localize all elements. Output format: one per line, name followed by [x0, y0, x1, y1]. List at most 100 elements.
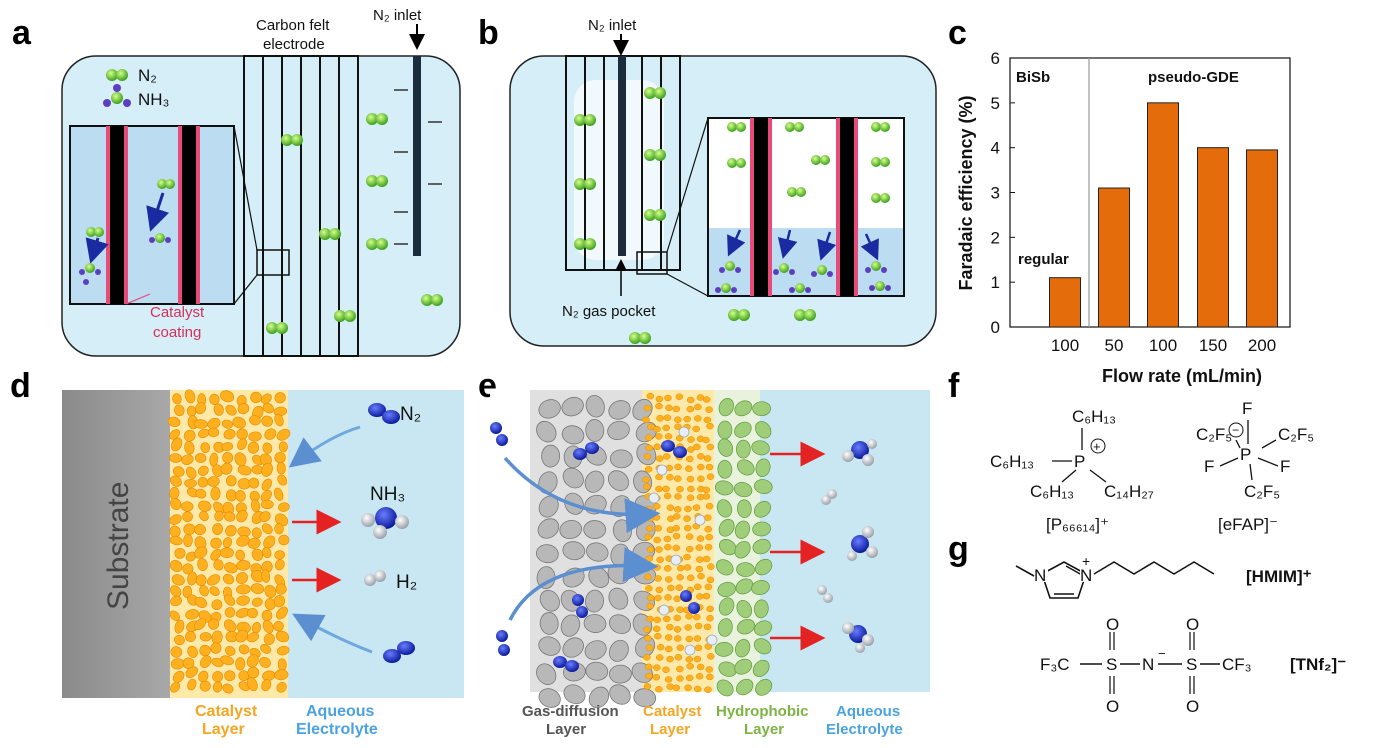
hydrophobic-grain: [734, 400, 753, 417]
gdl-grain: [609, 449, 633, 469]
h2-bubble: [684, 644, 696, 656]
catalyst-grain: [653, 443, 662, 451]
hydrophobic-grain: [735, 578, 754, 595]
panel-letter-g: g: [948, 530, 969, 568]
gdl-grain: [583, 520, 607, 539]
bar: [1246, 149, 1278, 328]
cation-center-atom: P: [1074, 452, 1085, 471]
catalyst-grain: [264, 584, 277, 598]
catalyst-grain: [694, 403, 702, 411]
gdl-grain: [536, 420, 557, 443]
catalyst-grain: [261, 478, 272, 491]
catalyst-grain: [656, 644, 665, 651]
catalyst-grain: [274, 550, 285, 560]
hydrophobic-grain: [752, 659, 770, 677]
catalyst-grain: [220, 655, 234, 666]
catalyst-grain: [275, 583, 287, 595]
hydrophobic-grain: [718, 661, 737, 677]
tnf2-o3: O: [1186, 615, 1199, 634]
tnf2-s2: S: [1186, 655, 1197, 674]
electrode-label-1: Carbon felt: [256, 17, 330, 34]
hydrophobic-grain: [736, 439, 751, 459]
panel-b: b N₂ inlet N₂ gas pocket: [478, 14, 937, 347]
catalyst-grain: [707, 563, 715, 570]
panel-letter-d: d: [10, 367, 31, 405]
catalyst-grain: [706, 673, 714, 681]
hydrophobic-grain: [752, 521, 771, 537]
panel-letter-c: c: [948, 14, 967, 52]
gdl-grain: [536, 544, 559, 564]
catalyst-label-e-2: Layer: [650, 721, 690, 738]
catalyst-grain: [655, 686, 663, 693]
catalyst-grain: [705, 502, 714, 510]
catalyst-grain: [704, 686, 712, 693]
hydrophobic-grain: [717, 438, 734, 457]
catalyst-grain: [664, 594, 672, 601]
hydrophobic-grain: [734, 658, 753, 675]
catalyst-grain: [174, 547, 186, 559]
anion-left-group: C₂F₅: [1196, 425, 1232, 444]
pocket-label: N₂ gas pocket: [562, 303, 656, 320]
bar: [1098, 187, 1130, 328]
catalyst-grain: [261, 415, 273, 427]
hydrophobic-grain: [752, 401, 771, 417]
nh3-label-d: NH₃: [370, 484, 405, 505]
gdl-label-1: Gas-diffusion: [522, 703, 619, 720]
catalyst-grain: [235, 629, 249, 643]
catalyst-grain: [683, 524, 692, 532]
catalyst-grain: [225, 646, 236, 656]
anion-bottom-group: C₂F₅: [1244, 482, 1280, 501]
catalyst-grain: [672, 513, 681, 520]
hydrophobic-grain: [753, 501, 772, 518]
catalyst-grain: [210, 537, 222, 549]
catalyst-grain: [223, 428, 236, 440]
catalyst-grain: [211, 599, 223, 611]
catalyst-grain: [275, 630, 290, 643]
hydrophobic-grain: [753, 599, 769, 619]
anion-name: [eFAP]⁻: [1218, 515, 1278, 534]
gdl-grain: [541, 444, 561, 468]
catalyst-grain: [703, 416, 712, 424]
catalyst-grain: [194, 453, 207, 463]
catalyst-grain: [663, 615, 671, 623]
catalyst-grain: [672, 544, 680, 552]
products-e: [817, 439, 878, 653]
gdl-grain: [561, 425, 585, 445]
catalyst-grain: [187, 645, 198, 658]
n2-molecules-a: [266, 113, 443, 334]
tnf2-s1: S: [1106, 655, 1117, 674]
gdl-grain: [608, 614, 632, 635]
catalyst-grain: [695, 544, 704, 551]
catalyst-grain: [673, 595, 681, 603]
tnf2-cf3: CF₃: [1222, 655, 1252, 674]
catalyst-grain: [693, 655, 702, 663]
catalyst-grain: [644, 505, 653, 513]
catalyst-grain: [645, 672, 653, 680]
gdl-grain: [607, 420, 630, 441]
catalyst-grain: [703, 455, 712, 462]
catalyst-grain: [693, 685, 702, 693]
catalyst-grain: [197, 558, 208, 571]
hydrophobic-grain: [716, 679, 734, 697]
catalyst-grain: [695, 565, 704, 573]
catalyst-grain: [663, 535, 672, 543]
catalyst-grain: [655, 586, 664, 594]
catalyst-grain: [235, 572, 248, 585]
catalyst-grain: [212, 671, 224, 683]
catalyst-grain: [225, 525, 237, 537]
catalyst-grain: [197, 477, 209, 488]
catalyst-grain: [705, 463, 714, 471]
catalyst-grain: [167, 416, 181, 427]
catalyst-grain: [696, 394, 705, 401]
catalyst-grain: [693, 635, 702, 642]
bar: [1049, 277, 1081, 328]
hydrophobic-grain: [735, 639, 751, 658]
gdl-grain: [539, 612, 559, 635]
catalyst-grain: [655, 402, 663, 410]
catalyst-grain: [212, 681, 223, 693]
h2-bubble: [670, 554, 682, 566]
catalyst-grain: [246, 608, 259, 619]
hydrophobic-grain: [753, 620, 773, 636]
catalyst-grain: [250, 391, 262, 404]
catalyst-grain: [236, 535, 250, 547]
